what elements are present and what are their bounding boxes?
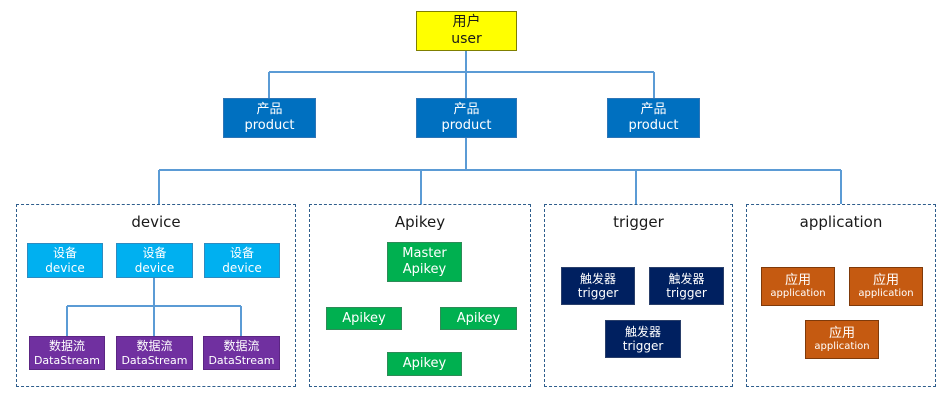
device-node-en: device — [222, 260, 262, 275]
apikey-group-title: Apikey — [394, 213, 446, 231]
application-node: 应用 application — [849, 267, 923, 306]
apikey-node-label: Apikey — [456, 310, 501, 326]
datastream-node-en: DataStream — [208, 353, 275, 367]
application-group-title: application — [799, 213, 883, 231]
product-node-en: product — [244, 118, 295, 133]
datastream-node-en: DataStream — [121, 353, 188, 367]
device-node-cn: 设备 — [229, 246, 254, 261]
trigger-group: trigger — [544, 204, 733, 387]
user-node-cn: 用户 — [452, 14, 481, 31]
datastream-node-cn: 数据流 — [48, 339, 85, 354]
application-node-en: application — [858, 288, 914, 300]
device-node: 设备 device — [204, 243, 280, 278]
device-node-cn: 设备 — [142, 246, 167, 261]
trigger-node-cn: 触发器 — [579, 271, 616, 286]
user-node: 用户 user — [416, 11, 517, 51]
device-node-en: device — [134, 260, 175, 275]
product-node-right: 产品 product — [607, 98, 700, 138]
apikey-node: Apikey — [326, 307, 402, 330]
trigger-node-cn: 触发器 — [668, 271, 705, 286]
apikey-node: Apikey — [387, 352, 462, 376]
datastream-node: 数据流 DataStream — [203, 336, 280, 370]
device-node-cn: 设备 — [52, 246, 77, 261]
trigger-node-en: trigger — [622, 339, 664, 353]
trigger-group-title: trigger — [613, 213, 664, 231]
product-node-left: 产品 product — [223, 98, 316, 138]
master-apikey-line1: Master — [402, 246, 447, 262]
datastream-node-cn: 数据流 — [136, 339, 173, 354]
trigger-node: 触发器 trigger — [649, 267, 724, 305]
apikey-node-label: Apikey — [402, 356, 447, 372]
trigger-node-cn: 触发器 — [624, 324, 661, 339]
datastream-node-en: DataStream — [33, 353, 101, 367]
application-node-cn: 应用 — [784, 272, 811, 288]
apikey-node: Apikey — [440, 307, 517, 330]
application-node: 应用 application — [805, 320, 879, 359]
application-node-en: application — [770, 288, 826, 300]
product-node-center: 产品 product — [416, 98, 517, 138]
application-node-en: application — [814, 341, 870, 353]
master-apikey-node: Master Apikey — [387, 242, 462, 282]
application-group: application — [746, 204, 936, 387]
product-node-en: product — [628, 118, 679, 133]
datastream-node-cn: 数据流 — [223, 339, 260, 354]
application-node: 应用 application — [761, 267, 835, 306]
trigger-node: 触发器 trigger — [561, 267, 635, 305]
device-node: 设备 device — [116, 243, 193, 278]
application-node-cn: 应用 — [872, 272, 899, 288]
datastream-node: 数据流 DataStream — [116, 336, 193, 370]
product-node-en: product — [441, 118, 492, 133]
device-group-title: device — [131, 213, 181, 231]
trigger-node-en: trigger — [577, 286, 619, 300]
user-node-en: user — [451, 31, 482, 47]
trigger-node: 触发器 trigger — [605, 320, 681, 358]
device-group: device — [16, 204, 296, 387]
device-node: 设备 device — [27, 243, 103, 278]
datastream-node: 数据流 DataStream — [29, 336, 105, 370]
master-apikey-line2: Apikey — [402, 262, 447, 277]
application-node-cn: 应用 — [828, 325, 855, 341]
trigger-node-en: trigger — [666, 286, 707, 300]
product-node-cn: 产品 — [640, 102, 667, 118]
apikey-group: Apikey — [309, 204, 531, 387]
product-node-cn: 产品 — [453, 102, 480, 118]
apikey-node-label: Apikey — [342, 310, 386, 326]
device-node-en: device — [45, 260, 85, 275]
product-node-cn: 产品 — [256, 102, 283, 118]
